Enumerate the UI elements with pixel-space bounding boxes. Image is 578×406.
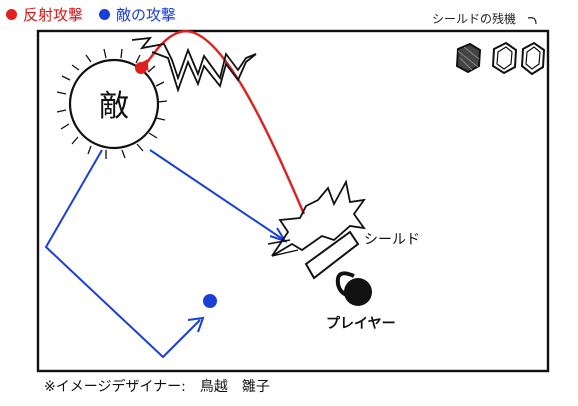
reflect-attack-path	[135, 30, 306, 215]
label-pointer	[527, 17, 537, 25]
shield-icon	[520, 41, 546, 76]
reflected-bullet	[135, 62, 147, 74]
enemy-bullet	[203, 294, 217, 308]
shield-icon-hatch	[457, 46, 480, 71]
legend: 反射攻撃 敵の攻撃	[6, 4, 176, 25]
shield: シールド	[304, 230, 420, 280]
reflect-attack-dot	[6, 9, 17, 20]
shield-remaining-label: シールドの残機	[432, 12, 517, 26]
shield-icon-inner	[525, 46, 541, 70]
enemy-body	[68, 58, 160, 150]
enemy-attack-arrowhead	[187, 316, 205, 333]
enemy-spikes	[56, 48, 168, 159]
reflect-attack-label: 反射攻撃	[23, 6, 84, 24]
player-body	[344, 278, 372, 306]
player-label: プレイヤー	[326, 316, 396, 332]
player: プレイヤー	[326, 271, 396, 332]
enemy-attack-line-to-shield	[149, 149, 285, 241]
enemy: 敵	[56, 48, 168, 159]
designer-credit: ※イメージデザイナー: 鳥越 雛子	[44, 379, 270, 395]
shield-icon-inner	[496, 46, 513, 70]
shield-remaining-icons	[455, 41, 546, 76]
shield-icon	[491, 41, 518, 75]
enemy-attack-label: 敵の攻撃	[116, 6, 177, 24]
impact-zigzag	[131, 36, 257, 93]
reflect-attack-line	[145, 30, 306, 215]
shield-plate	[304, 230, 360, 280]
collision-burst	[271, 179, 366, 257]
play-area-frame	[36, 29, 550, 373]
enemy-attack-path	[45, 149, 288, 358]
enemy-attack-line	[45, 149, 201, 358]
enemy-attack-dot	[99, 9, 111, 20]
shield-label: シールド	[364, 232, 420, 248]
collision-burst-lines	[267, 239, 299, 257]
enemy-label: 敵	[99, 89, 129, 124]
shield-icon-used	[455, 42, 482, 74]
player-arm	[335, 271, 355, 298]
